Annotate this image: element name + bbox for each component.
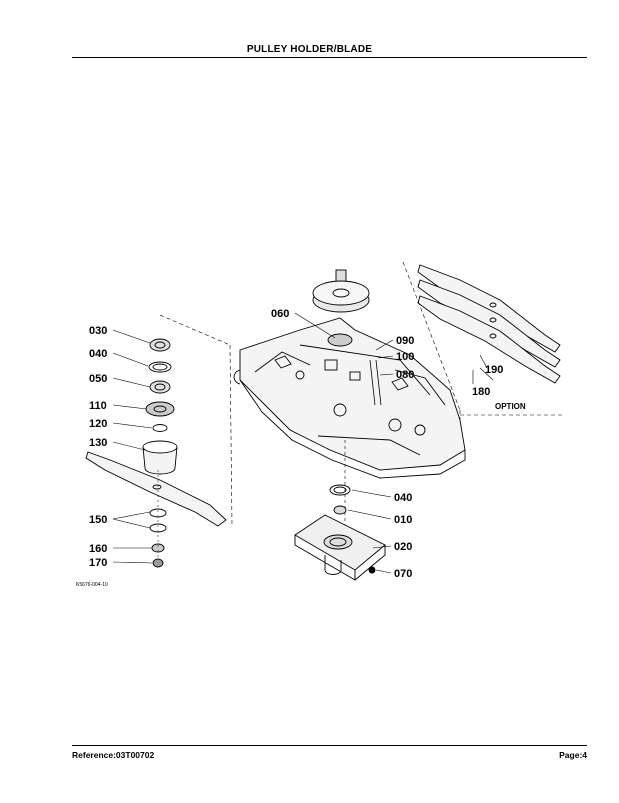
callout-020: 020 (394, 541, 412, 553)
callout-110: 110 (89, 400, 107, 412)
callout-150: 150 (89, 514, 107, 526)
option-label: OPTION (495, 402, 526, 411)
blade-left (85, 451, 227, 527)
footer-divider (72, 745, 587, 746)
option-blades (417, 264, 561, 384)
callout-070: 070 (394, 568, 412, 580)
callout-120: 120 (89, 418, 107, 430)
option-dashed-box (402, 261, 562, 420)
leader-lines (112, 312, 494, 574)
callout-160: 160 (89, 543, 107, 555)
callout-050: 050 (89, 373, 107, 385)
callout-190: 190 (485, 364, 503, 376)
header-divider (72, 57, 587, 58)
callout-060: 060 (271, 308, 289, 320)
callout-010: 010 (394, 514, 412, 526)
callout-080: 080 (396, 369, 414, 381)
page-number: Page:4 (559, 750, 587, 760)
bearing-stack-left (142, 338, 178, 475)
figure-code: K5676-004-10 (76, 582, 108, 588)
callout-040-right: 040 (394, 492, 412, 504)
page-title: PULLEY HOLDER/BLADE (246, 44, 373, 55)
callout-100: 100 (396, 351, 414, 363)
mower-deck (233, 317, 466, 479)
callout-170: 170 (89, 557, 107, 569)
bearing-stack-right (329, 484, 351, 515)
reference-number: Reference:03T00702 (72, 750, 155, 760)
callout-030: 030 (89, 325, 107, 337)
callout-040-left: 040 (89, 348, 107, 360)
rod-part (369, 359, 382, 406)
callout-090: 090 (396, 335, 414, 347)
pulley (312, 269, 370, 347)
callout-130: 130 (89, 437, 107, 449)
pulley-holder (294, 514, 386, 581)
left-dashed-boundary (159, 314, 233, 526)
callout-180: 180 (472, 386, 490, 398)
